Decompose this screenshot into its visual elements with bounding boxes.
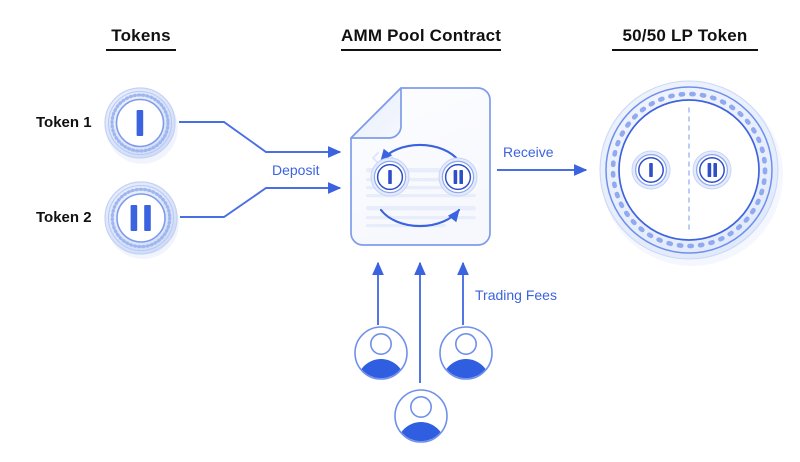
trader-avatar-left [354,326,408,380]
heading-lp-token-label: 50/50 LP Token [612,26,758,51]
pool-inner-token-2 [438,157,478,197]
token-2-coin [104,181,178,255]
deposit-path-token-1 [179,121,342,158]
token-2-label: Token 2 [36,209,92,226]
heading-amm-pool-contract-label: AMM Pool Contract [341,26,501,51]
token-1-numeral [136,110,144,136]
token-1-coin [104,87,176,159]
lp-inner-token-2 [692,150,732,190]
deposit-path-token-2 [180,182,342,218]
flow-label-deposit: Deposit [272,162,320,178]
lp-inner-token-1 [631,150,671,190]
trader-avatar-bottom [394,389,448,443]
flow-label-trading-fees: Trading Fees [475,287,557,303]
heading-tokens-label: Tokens [106,26,176,51]
trading-fees-arrows [372,261,469,383]
trader-avatar-right [439,326,493,380]
deposit-flow-arrows [179,121,342,218]
token-2-numeral [130,205,151,231]
token-1-label: Token 1 [36,114,92,131]
swap-arrows-icon [379,143,461,228]
flow-label-receive: Receive [503,144,554,160]
pool-inner-token-1 [370,157,410,197]
heading-tokens: Tokens [106,26,176,51]
heading-amm-pool-contract: AMM Pool Contract [341,26,501,51]
heading-lp-token: 50/50 LP Token [612,26,758,51]
lp-token-coin [599,80,779,260]
amm-pool-document-icon [350,87,491,246]
